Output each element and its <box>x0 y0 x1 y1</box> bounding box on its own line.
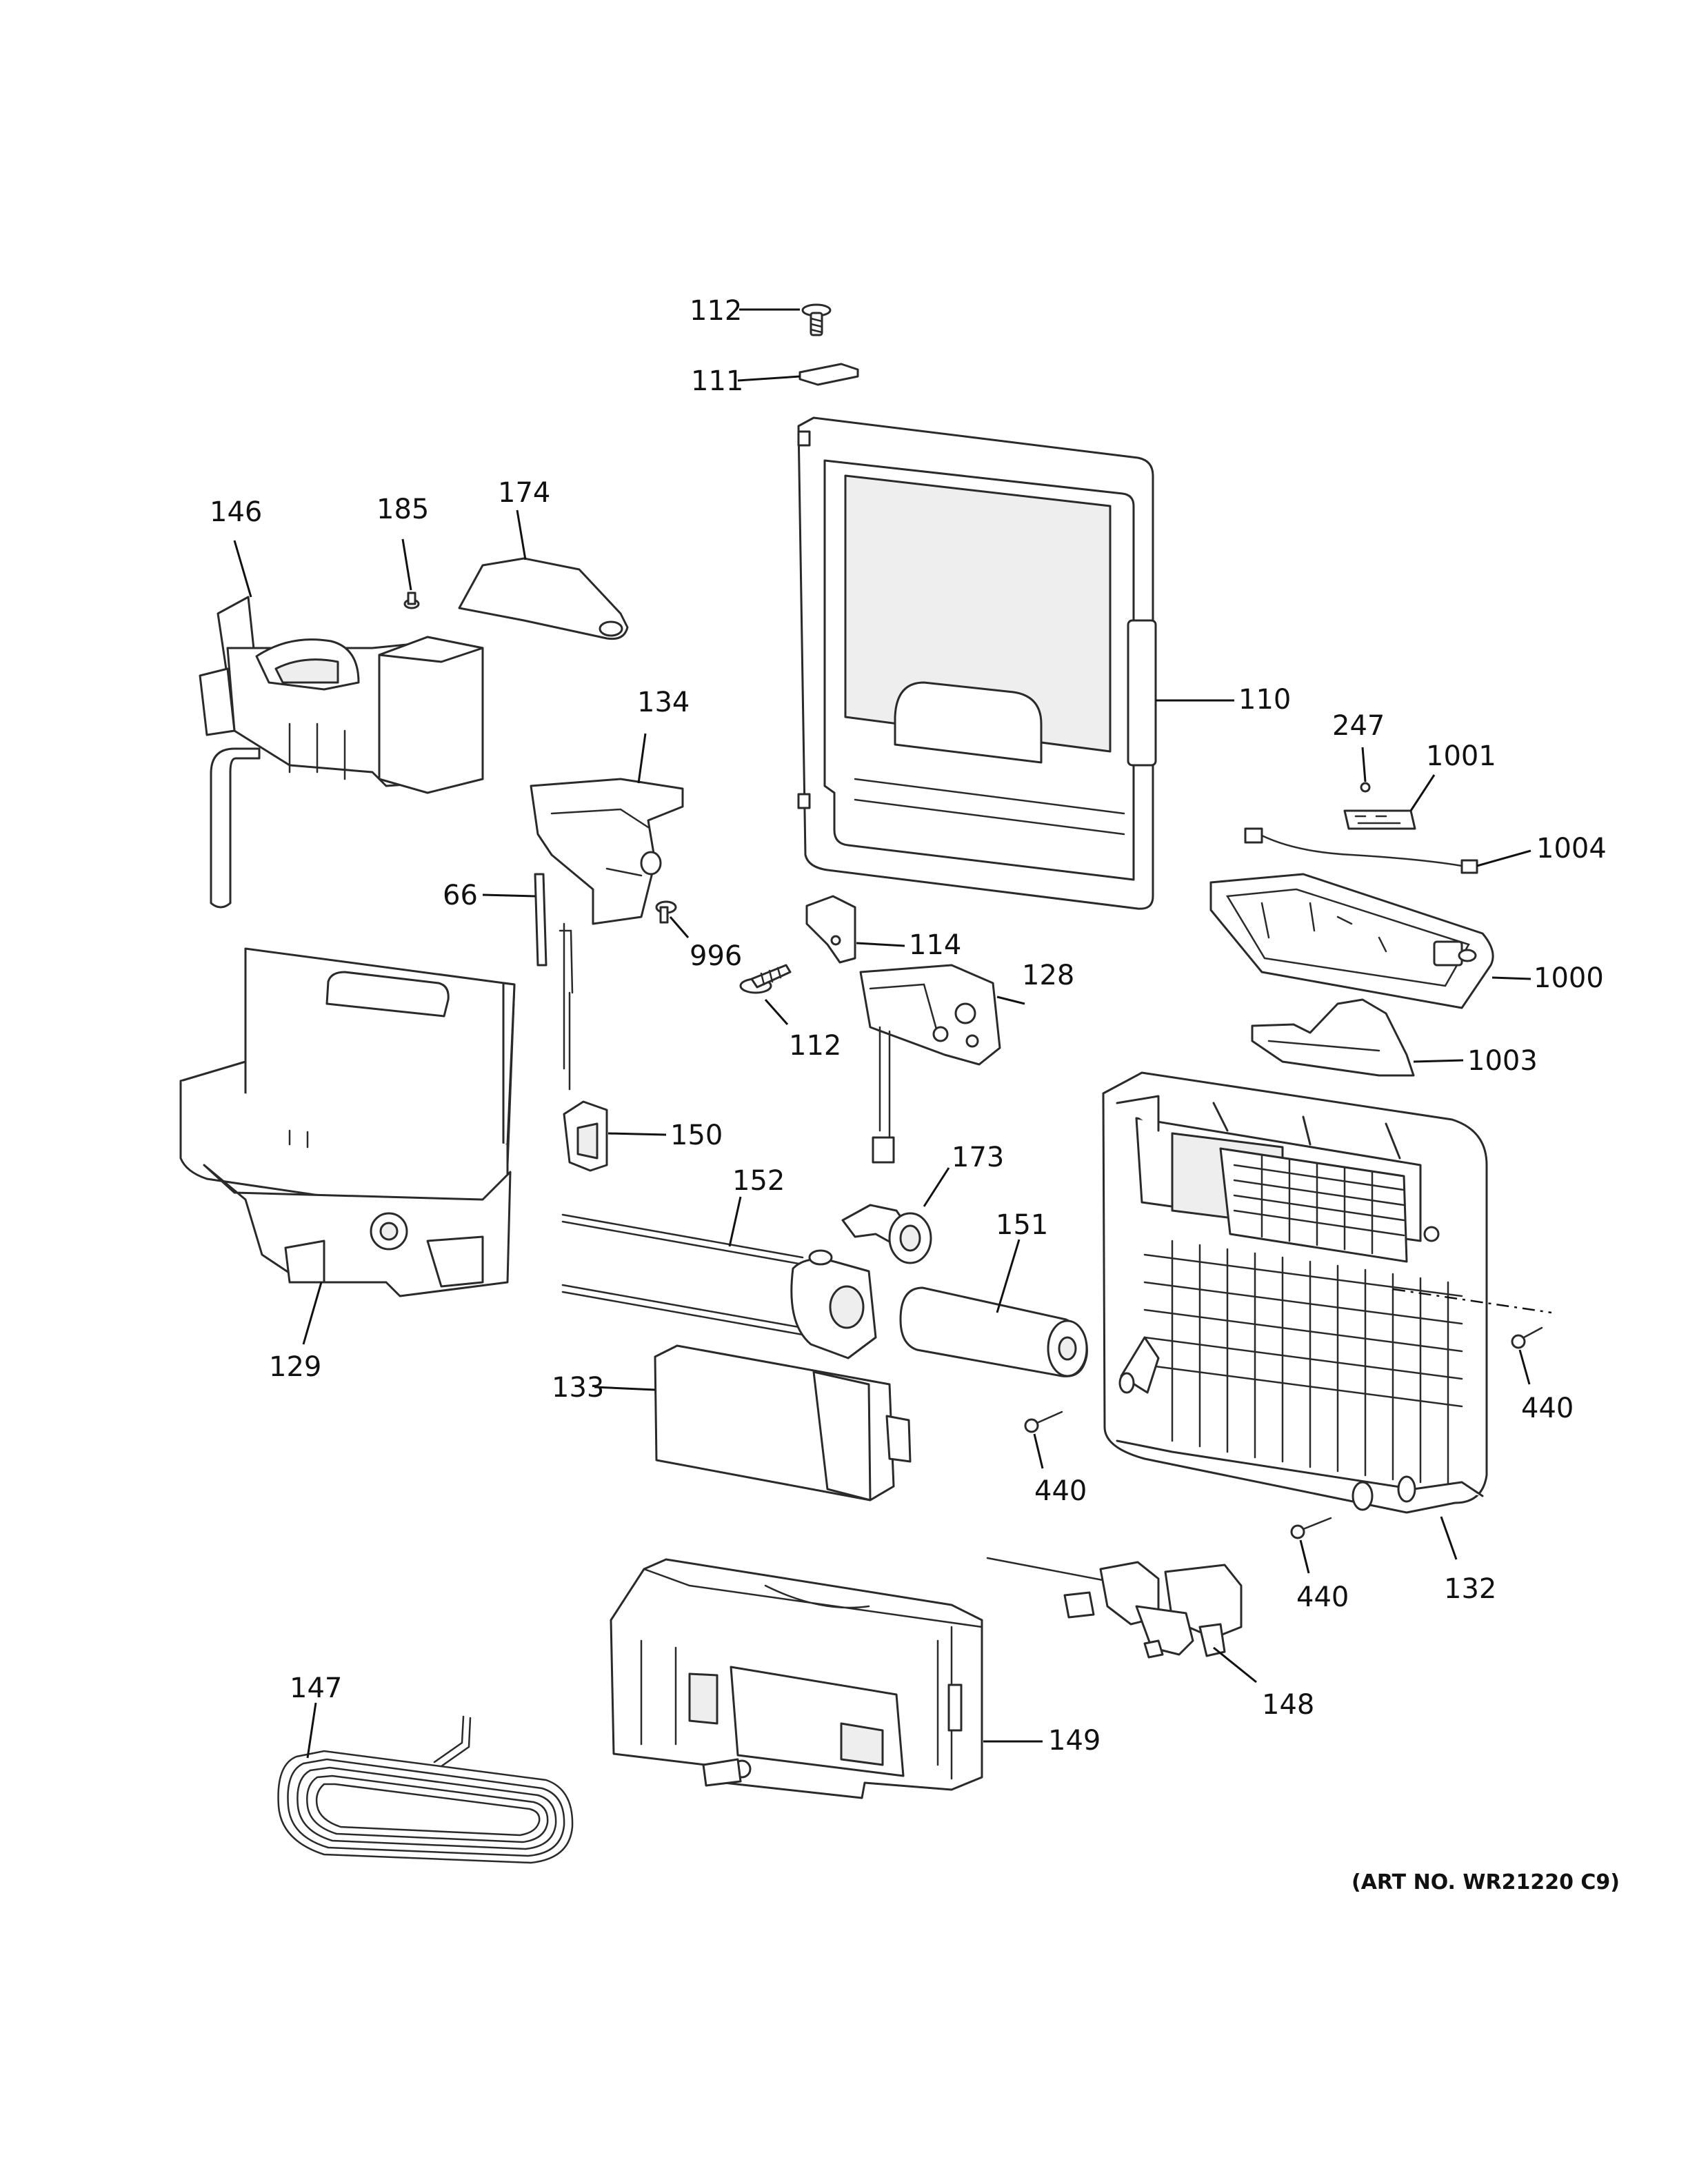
art-number: (ART NO. WR21220 C9) <box>1352 1870 1620 1894</box>
part-66-wire-clip <box>534 873 574 1091</box>
part-185-screw <box>403 592 420 609</box>
part-110-dispenser-door <box>797 416 1157 910</box>
callout-1001: 1001 <box>1426 740 1496 772</box>
callout-134: 134 <box>637 687 690 718</box>
callout-114: 114 <box>909 929 961 961</box>
part-152-auger-rods <box>561 1213 877 1359</box>
part-1001-control-board <box>1343 809 1416 830</box>
callout-148: 148 <box>1262 1689 1314 1721</box>
callout-151: 151 <box>996 1209 1048 1241</box>
part-149-dispenser-frame <box>610 1558 983 1799</box>
part-147-heater-coil <box>277 1715 574 1864</box>
callout-1003: 1003 <box>1467 1045 1538 1077</box>
callout-152: 152 <box>732 1165 785 1197</box>
callout-132: 132 <box>1444 1573 1496 1605</box>
callout-247: 247 <box>1332 710 1385 742</box>
callout-150: 150 <box>670 1120 723 1151</box>
part-129-ice-bucket <box>179 947 516 1297</box>
callout-440-right: 440 <box>1521 1393 1574 1424</box>
part-174-cover <box>458 557 629 640</box>
callout-996: 996 <box>690 940 742 972</box>
part-146-auger-motor <box>199 596 484 909</box>
part-247-screw <box>1360 782 1371 793</box>
callout-129: 129 <box>269 1351 321 1383</box>
part-151-filter-cartridge <box>899 1286 1088 1377</box>
callout-440-left: 440 <box>1034 1475 1087 1507</box>
callout-174: 174 <box>498 477 550 509</box>
part-128-switch-module <box>859 964 1001 1164</box>
callout-1004: 1004 <box>1536 833 1607 865</box>
callout-110: 110 <box>1238 684 1291 716</box>
part-148-water-valve <box>986 1557 1243 1659</box>
part-1003-actuator <box>1251 998 1415 1077</box>
part-111-bracket <box>798 363 859 386</box>
callout-146: 146 <box>210 496 262 528</box>
callout-185: 185 <box>376 494 429 525</box>
part-1000-control-housing <box>1209 873 1494 1009</box>
part-114-hinge-bracket <box>805 895 856 964</box>
part-134-chute-bracket <box>530 778 684 925</box>
part-440-screw-bottom <box>1290 1517 1332 1539</box>
callout-440-bottom: 440 <box>1296 1581 1349 1613</box>
callout-1000: 1000 <box>1534 962 1604 994</box>
part-173-gear <box>841 1204 932 1264</box>
part-1004-wire-harness <box>1244 827 1478 874</box>
part-440-screw-right <box>1511 1326 1543 1349</box>
callout-112-middle: 112 <box>789 1030 841 1062</box>
part-132-dispenser-housing <box>1102 1071 1488 1514</box>
part-150-clip <box>563 1100 608 1172</box>
part-133-panel <box>654 1344 912 1502</box>
part-440-screw-left <box>1024 1410 1063 1433</box>
part-996-screw <box>655 900 677 924</box>
callout-133: 133 <box>552 1372 604 1404</box>
callout-112-top: 112 <box>690 295 742 327</box>
callout-149: 149 <box>1048 1725 1101 1757</box>
callout-147: 147 <box>290 1672 342 1704</box>
part-112-screw-top <box>801 303 832 336</box>
part-112-screw-middle <box>739 964 792 994</box>
callout-66: 66 <box>443 880 478 911</box>
callout-173: 173 <box>952 1142 1004 1173</box>
callout-labels: 112 111 110 146 185 174 134 66 996 114 1… <box>210 295 1607 1757</box>
callout-128: 128 <box>1022 960 1074 991</box>
callout-111: 111 <box>691 365 743 397</box>
